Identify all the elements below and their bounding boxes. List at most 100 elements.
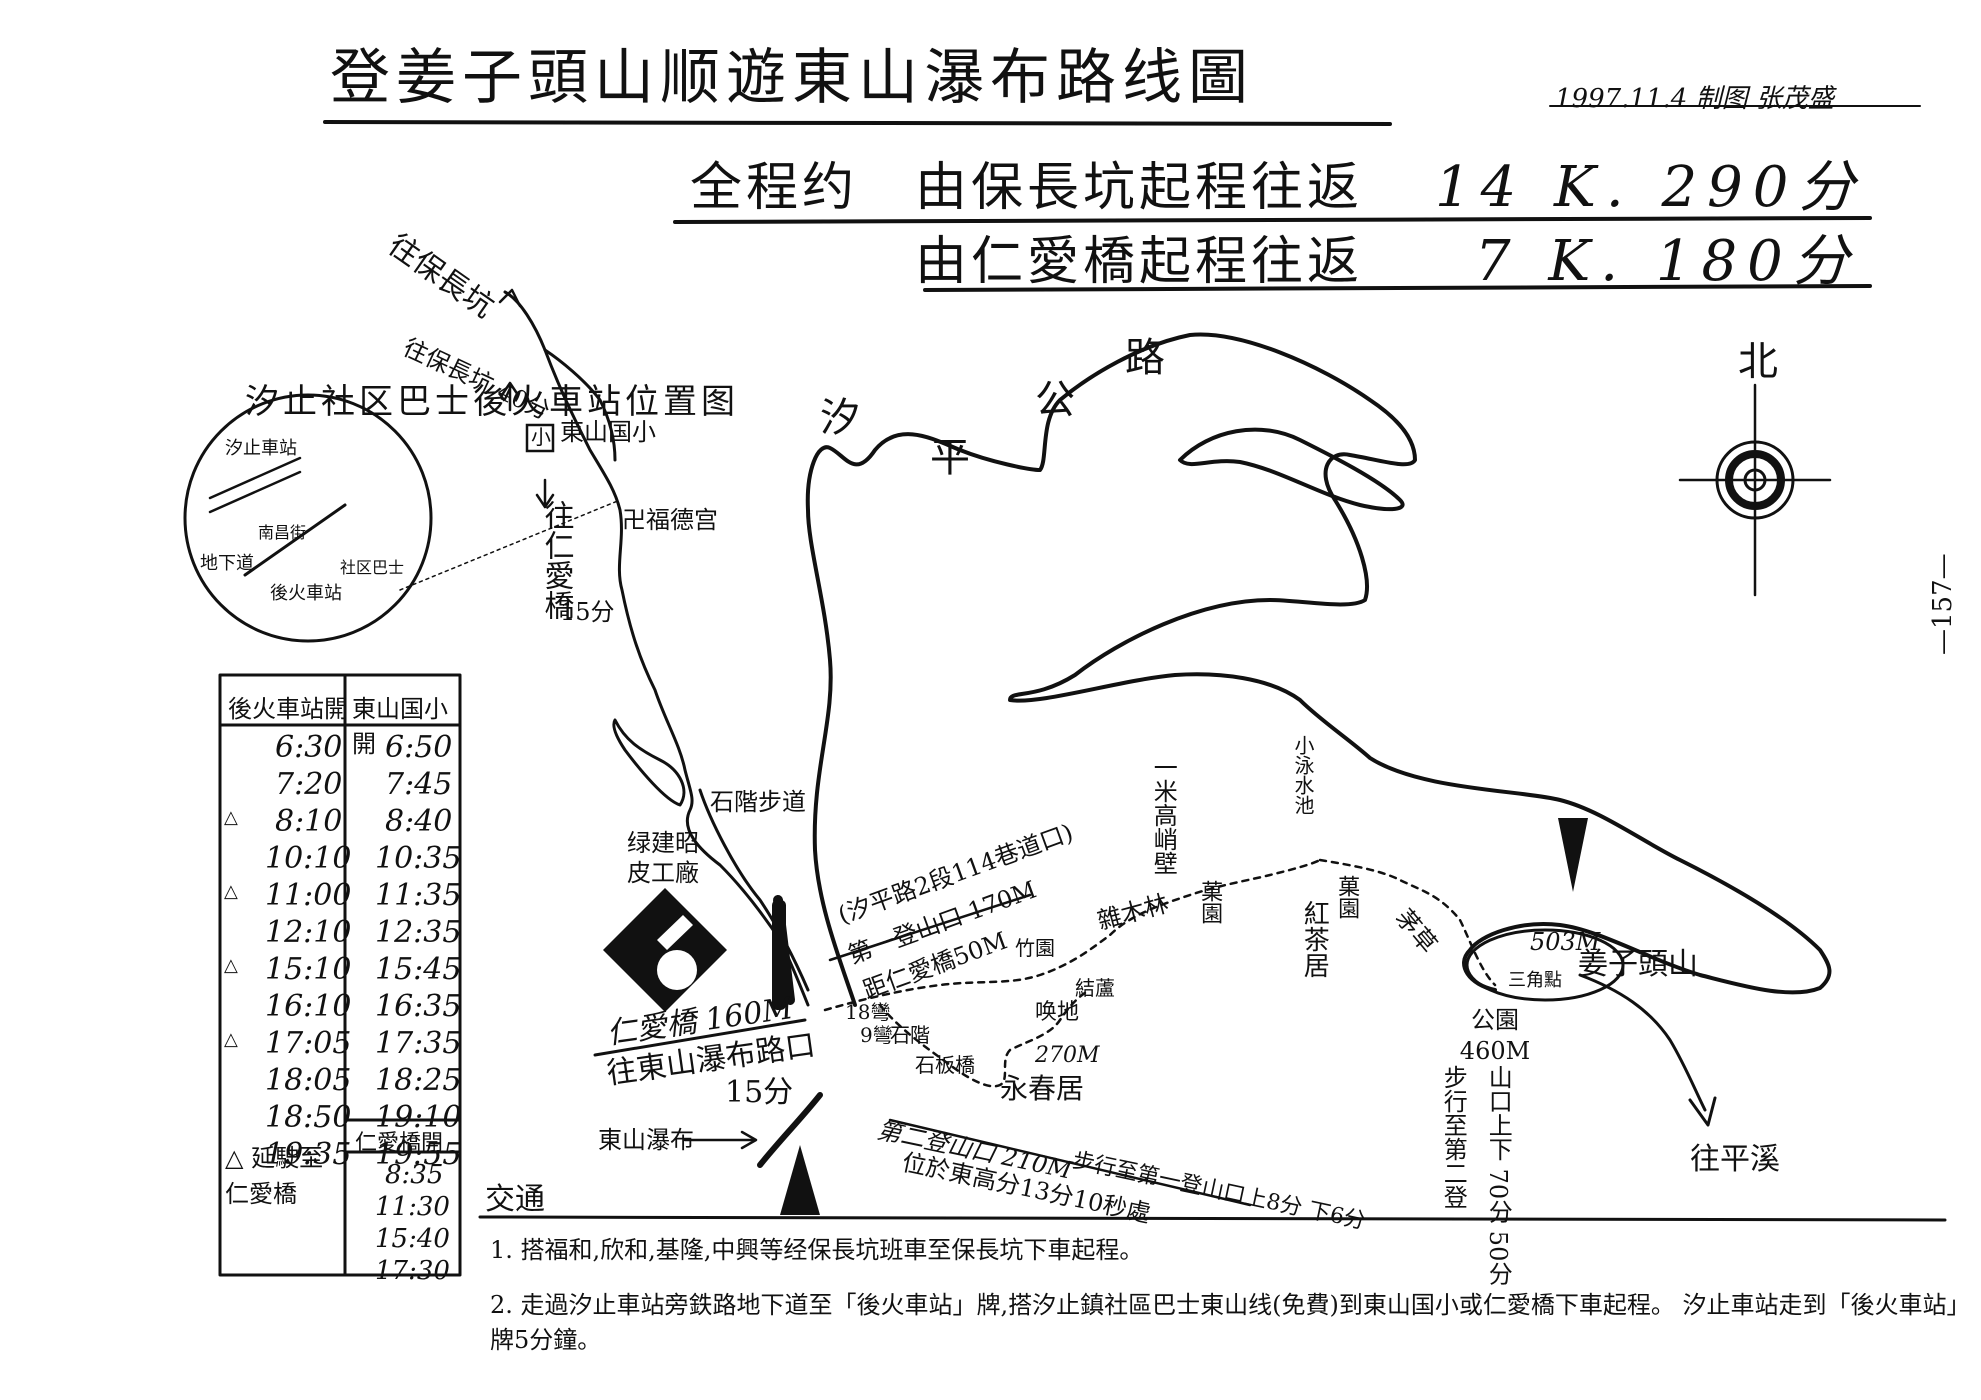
label-to-renaiqiao-time: 15分 xyxy=(560,598,615,626)
trail-loop xyxy=(612,718,686,807)
main-trail xyxy=(503,290,810,1007)
schedule-time-right: 6:50 xyxy=(385,730,453,765)
road-lake-inner xyxy=(1178,427,1405,512)
black-triangle-east xyxy=(1558,818,1588,892)
credit: 1997.11.4 制图 张茂盛 xyxy=(1555,84,1834,114)
renai-header: 仁愛橋開 xyxy=(355,1131,444,1156)
label-fruit-garden: 菓園 xyxy=(1334,875,1360,919)
label-small-pool: 小泳水池 xyxy=(1291,735,1315,815)
inset-line-1 xyxy=(208,456,302,500)
schedule-time-left: 8:10 xyxy=(275,804,343,839)
label-walk-to-second: 步行至第二登 xyxy=(1439,1065,1468,1209)
xiping-road-outline xyxy=(805,332,1832,1007)
transport-notes: 1. 搭福和,欣和,基隆,中興等经保長坑班車至保長坑下車起程。 2. 走過汐止車… xyxy=(490,1230,1981,1375)
peak-ellipse xyxy=(1465,928,1625,1002)
waterfall-rocks xyxy=(757,1092,823,1168)
schedule-time-right: 12:35 xyxy=(375,915,462,950)
schedule-time-left: 18:50 xyxy=(265,1100,352,1135)
label-turn-18: 18彎 xyxy=(845,1000,891,1024)
waterfall-arrow-head xyxy=(740,1130,758,1150)
waterfall-stream-fill xyxy=(772,900,786,1010)
inset-pointer xyxy=(399,499,621,591)
school-square xyxy=(525,423,555,453)
label-orchard: 菓園 xyxy=(1197,880,1223,924)
schedule-time-left: 12:10 xyxy=(265,915,352,950)
summary-label: 全程约 xyxy=(690,158,859,218)
pingxi-arrow xyxy=(1688,1096,1717,1127)
label-fu-temple: 卍福德宫 xyxy=(622,506,718,534)
label-yongchunju: 永春居 xyxy=(1000,1072,1085,1105)
schedule-header-right: 東山国小開 xyxy=(352,695,448,758)
inset-label-back-station: 後火車站 xyxy=(270,583,342,604)
compass-inner xyxy=(1743,468,1767,492)
schedule-mark: △ xyxy=(224,955,238,976)
road-char-3: 公 xyxy=(1035,377,1075,423)
label-to-renaiqiao: 往仁愛橋 xyxy=(538,500,574,620)
schedule-time-right: 8:40 xyxy=(385,804,453,839)
label-yongchunju-alt: 270M xyxy=(1035,1043,1100,1068)
schedule-time-right: 15:45 xyxy=(375,952,462,987)
label-school-mark: 小 xyxy=(531,425,551,449)
schedule-time-right: 11:35 xyxy=(375,878,462,913)
renai-time: 11:30 xyxy=(375,1192,450,1222)
main-trail-right xyxy=(543,348,617,462)
label-peak-icon: 三角點 xyxy=(1508,970,1562,991)
schedule-time-right: 7:45 xyxy=(385,767,453,802)
label-waterfall-time: 15分 xyxy=(725,1075,794,1110)
summary1-underline xyxy=(673,216,1872,224)
transport-heading: 交通 xyxy=(485,1182,545,1217)
north-label: 北 xyxy=(1738,339,1778,385)
label-shibanqiao: 石板橋 xyxy=(915,1053,975,1077)
transport-rule xyxy=(478,1215,1947,1222)
summary-route1: 由保長坑起程往返 xyxy=(915,158,1364,218)
label-jiezhu: 結蘆 xyxy=(1075,976,1115,1000)
inset-line-3 xyxy=(243,503,347,577)
summary-route2-value: 7 K. 180分 xyxy=(1475,229,1859,294)
schedule-time-left: 17:05 xyxy=(265,1026,352,1061)
peak-to-pingxi xyxy=(1578,973,1707,1112)
road-char-2: 平 xyxy=(930,435,970,481)
label-peak-alt: 503M xyxy=(1530,928,1601,956)
schedule-table xyxy=(218,673,462,1277)
map-title: 登姜子頭山顺遊東山瀑布路线圖 xyxy=(330,43,1254,113)
summary-route1-value: 14 K. 290分 xyxy=(1435,155,1865,220)
inset-label-station: 汐止車站 xyxy=(225,438,297,459)
schedule-time-right: 16:35 xyxy=(375,989,462,1024)
label-to-pingxi: 往平溪 xyxy=(1690,1142,1780,1177)
schedule-time-left: 15:10 xyxy=(265,952,352,987)
trail-to-waterfall xyxy=(698,788,810,992)
inset-label-underpass: 地下道 xyxy=(200,553,254,574)
down-arrow xyxy=(535,478,555,509)
dashed-trail-3 xyxy=(878,988,1092,1088)
schedule-time-left: 10:10 xyxy=(265,841,352,876)
page-number: —157— xyxy=(1928,553,1958,655)
label-dongshan-waterfall: 東山瀑布 xyxy=(598,1126,694,1154)
schedule-time-right: 17:35 xyxy=(375,1026,462,1061)
inset-label-bus: 社区巴士 xyxy=(340,558,405,577)
summary-route2: 由仁愛橋起程往返 xyxy=(915,232,1364,292)
schedule-time-right: 10:35 xyxy=(375,841,462,876)
baochang-arrow xyxy=(498,288,522,308)
inset-label-street: 南昌街 xyxy=(258,523,307,542)
dashed-trail xyxy=(823,858,1322,1012)
road-char-4: 路 xyxy=(1125,335,1165,381)
schedule-header-left: 後火車站開 xyxy=(228,695,348,723)
label-dongshan-school: 東山国小 xyxy=(560,418,656,446)
schedule-mark: △ xyxy=(224,807,238,828)
schedule-time-left: 7:20 xyxy=(275,767,343,802)
summary2-underline xyxy=(923,284,1872,292)
renai-time: 17:30 xyxy=(375,1256,450,1286)
label-one-meter-cliff: 一米高峭壁 xyxy=(1149,755,1178,875)
symbol-diamond xyxy=(603,888,727,1012)
inset-line-2 xyxy=(208,470,302,514)
black-triangle-south xyxy=(780,1145,820,1215)
station-inset-circle xyxy=(183,393,433,643)
label-shishou: 石階 xyxy=(890,1023,930,1047)
up-arrow xyxy=(500,381,520,412)
renai-time: 8:35 xyxy=(385,1160,444,1190)
schedule-time-left: 18:05 xyxy=(265,1063,352,1098)
renai-underline xyxy=(593,1018,807,1057)
road-char-1: 汐 xyxy=(820,395,860,441)
schedule-mark: △ xyxy=(224,1029,238,1050)
